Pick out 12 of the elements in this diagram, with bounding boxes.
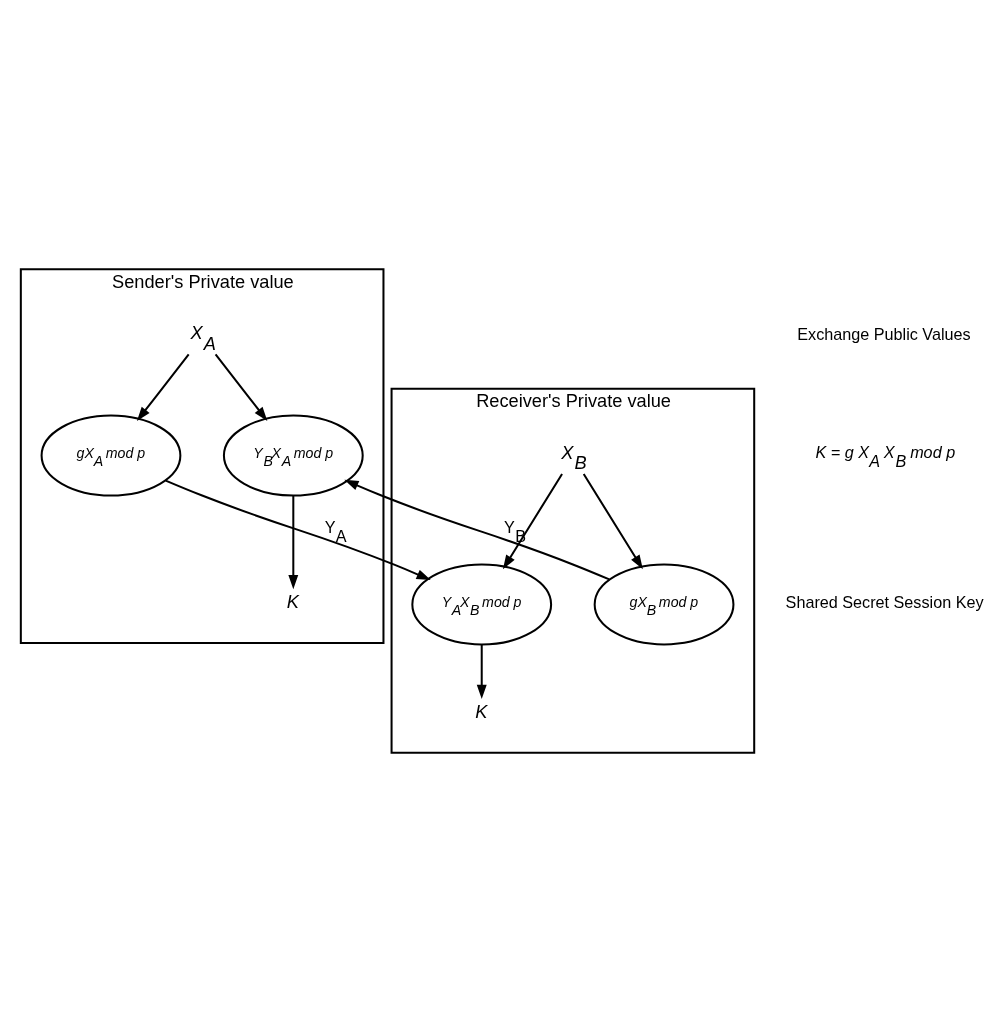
label: Exchange Public Values bbox=[797, 324, 971, 343]
arrow bbox=[214, 353, 268, 422]
arrow bbox=[502, 473, 563, 570]
arrow bbox=[165, 479, 431, 581]
arrow bbox=[288, 495, 299, 590]
arrow bbox=[476, 644, 487, 700]
node-text: K bbox=[475, 700, 488, 722]
label: Shared Secret Session Key bbox=[785, 593, 984, 612]
arrow bbox=[582, 473, 643, 570]
arrow bbox=[344, 479, 610, 581]
node-text: K bbox=[286, 590, 299, 612]
arrow bbox=[136, 353, 190, 422]
